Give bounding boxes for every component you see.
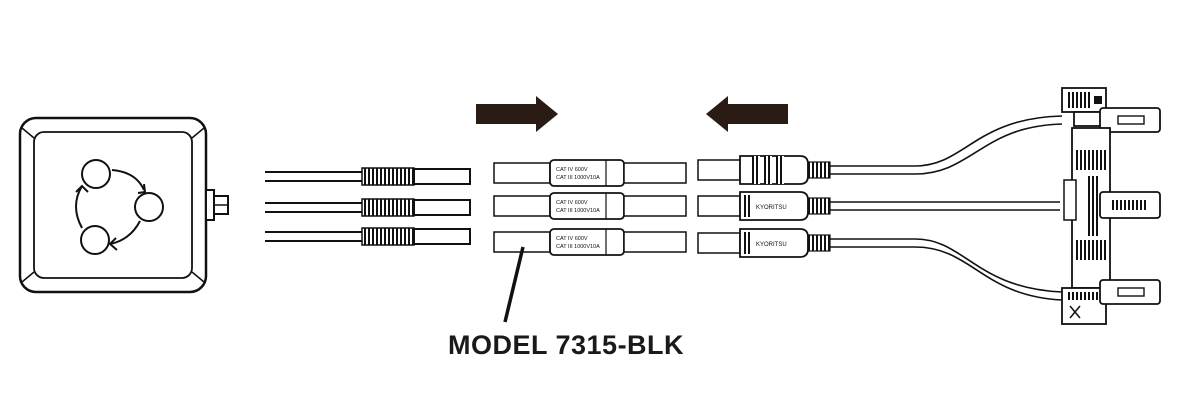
model-label: MODEL 7315-BLK [448,330,685,360]
adapter-marking-line2: CAT III 1000V [556,208,590,214]
adapter-marking-line2: CAT III 1000V [556,175,590,181]
adapter-marking-line1: CAT IV 600V [556,200,588,206]
adapter-1: CAT IV 600V CAT III 1000V 10A [493,159,687,187]
cable-end-2 [265,198,471,217]
alligator-clip-assembly [1061,87,1161,325]
adapter-marking-line1: CAT IV 600V [556,167,588,173]
adapter-marking-line2: CAT III 1000V [556,244,590,250]
adapter-marking-line1: CAT IV 600V [556,236,588,242]
arrow-left-icon [706,96,788,132]
phase-rotation-icon [75,159,164,255]
cable-end-3 [265,227,471,246]
adapter-marking-rating: 10A [590,208,600,214]
cable-end-1 [265,167,471,186]
test-lead-plug-3: KYORITSU [697,228,915,258]
label-pointer-line [503,246,525,323]
instrument-box [18,116,208,294]
plug-brand: KYORITSU [756,205,787,211]
test-lead-plug-2: KYORITSU [697,191,1060,221]
adapter-marking-rating: 10A [590,244,600,250]
plug-brand: KYORITSU [756,242,787,248]
adapter-marking-rating: 10A [590,175,600,181]
test-lead-plug-1 [697,155,915,185]
adapter-3: CAT IV 600V CAT III 1000V 10A [493,228,687,256]
adapter-2: CAT IV 600V CAT III 1000V 10A [493,192,687,220]
instrument-cable-stub [205,189,229,221]
arrow-right-icon [476,96,558,132]
test-lead-cables [914,115,1063,301]
